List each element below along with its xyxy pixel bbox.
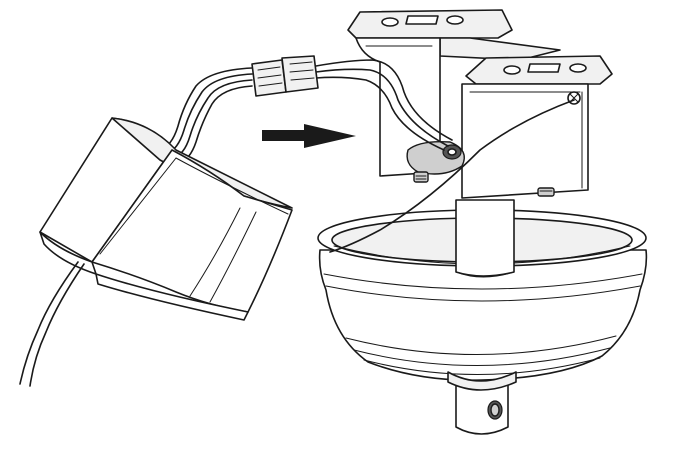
screw-bottom: [537, 187, 555, 197]
screw-left: [413, 171, 429, 183]
downrod-upper: [455, 199, 515, 278]
wire-bundle: [315, 59, 575, 253]
ball-socket: [406, 140, 465, 175]
receiver: [39, 117, 293, 321]
direction-arrow: [262, 124, 356, 148]
antenna-wires: [19, 261, 85, 387]
bracket-slot: [405, 15, 439, 25]
wire-connector: [251, 55, 319, 97]
mounting-bracket: [347, 9, 613, 199]
